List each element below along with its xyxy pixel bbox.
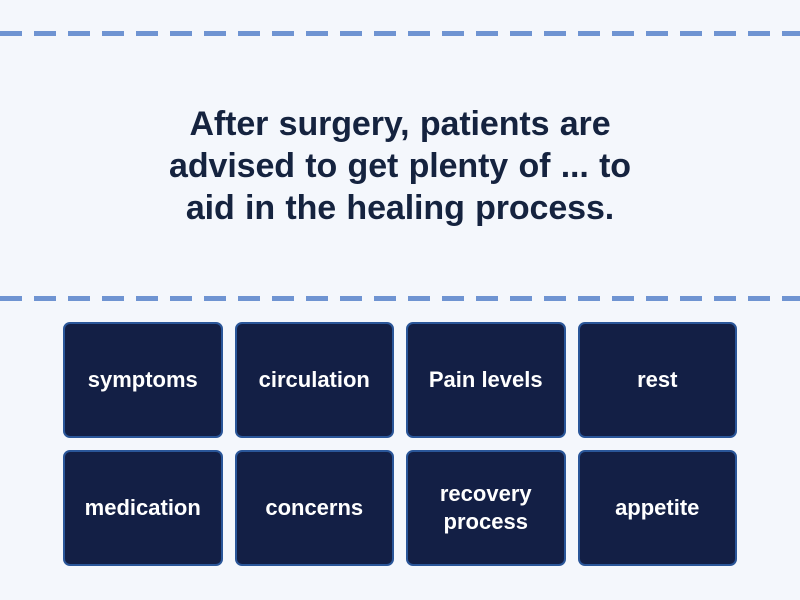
answer-options-grid: symptoms circulation Pain levels rest me… [63,322,737,566]
answer-tile-label: Pain levels [428,367,543,392]
answer-tile-label: medication [84,495,201,520]
answer-tile-label: symptoms [87,367,198,392]
prompt-region: After surgery, patients are advised to g… [0,36,800,296]
answer-tile-pain-levels[interactable]: Pain levels [406,322,566,438]
answer-tile-rest[interactable]: rest [577,322,737,438]
answer-row: symptoms circulation Pain levels rest [63,322,737,438]
answer-tile-circulation[interactable]: circulation [234,322,394,438]
question-prompt: After surgery, patients are advised to g… [169,105,631,227]
dashed-divider-top [0,31,800,36]
answer-row: medication concerns recovery process app… [63,450,737,566]
answer-tile-label: rest [637,367,678,392]
answer-tile-label: recovery process [439,481,532,534]
answer-tile-appetite[interactable]: appetite [577,450,737,566]
answer-tile-label: circulation [258,367,370,392]
answer-tile-label: appetite [615,495,700,520]
answer-tile-concerns[interactable]: concerns [234,450,394,566]
answer-tile-recovery-process[interactable]: recovery process [406,450,566,566]
answer-tile-symptoms[interactable]: symptoms [63,322,223,438]
dashed-divider-bottom [0,296,800,301]
answer-tile-medication[interactable]: medication [63,450,223,566]
answer-tile-label: concerns [265,495,364,520]
